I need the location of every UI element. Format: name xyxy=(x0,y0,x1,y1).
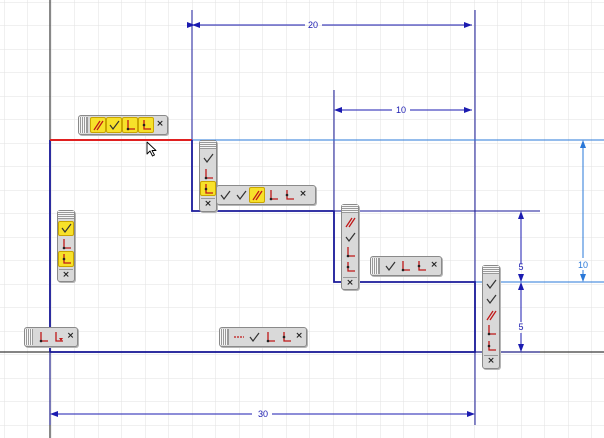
horizontal-icon[interactable] xyxy=(231,329,247,345)
fix-icon[interactable] xyxy=(200,181,216,197)
coincident-icon[interactable] xyxy=(35,329,50,345)
palette-grip[interactable] xyxy=(371,258,380,274)
coincident-icon[interactable] xyxy=(200,166,216,181)
palette-close-button[interactable]: × xyxy=(484,355,498,367)
dim-30-label: 30 xyxy=(258,409,268,419)
parallel-icon[interactable] xyxy=(342,215,358,230)
parallel-icon[interactable] xyxy=(249,187,265,203)
fix-icon[interactable] xyxy=(413,258,429,274)
perpendicular-icon[interactable] xyxy=(58,220,74,236)
dim-10-right-label: 10 xyxy=(578,260,588,270)
constraint-palette-right: × xyxy=(482,265,500,369)
palette-close-button[interactable]: × xyxy=(59,268,73,281)
sketch-profile[interactable] xyxy=(49,139,476,353)
palette-grip[interactable] xyxy=(220,329,229,345)
palette-close-button[interactable]: × xyxy=(343,276,357,288)
fix-icon[interactable] xyxy=(342,260,358,275)
coincident-icon[interactable] xyxy=(262,329,278,345)
coincident-icon[interactable] xyxy=(265,187,281,203)
fix-icon[interactable] xyxy=(483,338,499,354)
coincident-icon[interactable] xyxy=(397,258,413,274)
dimension-30[interactable]: 30 xyxy=(50,409,475,419)
perpendicular-icon[interactable] xyxy=(483,291,499,307)
fix-icon[interactable] xyxy=(50,329,65,345)
dimension-5-lower[interactable]: 5 xyxy=(518,282,524,352)
palette-grip[interactable] xyxy=(79,117,88,133)
constraint-palette-step2-vertical: × xyxy=(341,204,359,290)
constraint-palette-step1-vertical: × xyxy=(199,140,217,212)
palette-grip[interactable] xyxy=(25,329,34,345)
coincident-icon[interactable] xyxy=(483,322,499,338)
fix-icon[interactable] xyxy=(278,329,294,345)
dimension-5-upper[interactable]: 5 xyxy=(518,211,524,282)
palette-grip[interactable] xyxy=(58,211,74,219)
fix-icon[interactable] xyxy=(138,117,154,133)
palette-grip[interactable] xyxy=(200,141,216,149)
palette-close-button[interactable]: × xyxy=(66,331,75,341)
fix-icon[interactable] xyxy=(58,251,74,267)
palette-close-button[interactable]: × xyxy=(295,331,303,341)
dimension-10-top[interactable]: 10 xyxy=(334,105,472,115)
dim-5-lower-label: 5 xyxy=(518,322,523,332)
perpendicular-icon[interactable] xyxy=(106,117,122,133)
constraint-palette-origin: × xyxy=(24,327,78,347)
coincident-icon[interactable] xyxy=(58,236,74,251)
dimension-10-right[interactable]: 10 xyxy=(578,140,588,282)
coincident-icon[interactable] xyxy=(122,117,138,133)
palette-grip[interactable] xyxy=(342,205,358,213)
coincident-icon[interactable] xyxy=(342,245,358,260)
fix-icon[interactable] xyxy=(281,187,297,203)
perpendicular-icon[interactable] xyxy=(483,276,499,292)
parallel-icon[interactable] xyxy=(483,307,499,323)
constraint-palette-top: × xyxy=(78,115,168,135)
dimension-20[interactable]: 20 xyxy=(187,20,472,30)
constraint-palette-bottom: × xyxy=(219,327,307,347)
palette-close-button[interactable]: × xyxy=(430,260,438,270)
dim-5-upper-label: 5 xyxy=(518,262,523,272)
dim-20-label: 20 xyxy=(308,20,318,30)
palette-close-button[interactable]: × xyxy=(156,119,164,129)
palette-close-button[interactable]: × xyxy=(299,189,307,199)
perpendicular-icon[interactable] xyxy=(382,258,398,274)
mouse-cursor-icon xyxy=(146,141,157,157)
constraint-palette-left: × xyxy=(57,210,75,282)
perpendicular-icon[interactable] xyxy=(246,329,262,345)
perpendicular-icon[interactable] xyxy=(200,151,216,166)
perpendicular-icon[interactable] xyxy=(342,230,358,245)
dim-10-top-label: 10 xyxy=(396,105,406,115)
constraint-palette-step2-horizontal: × xyxy=(370,256,442,276)
parallel-icon[interactable] xyxy=(90,117,106,133)
perpendicular-icon[interactable] xyxy=(217,187,233,203)
perpendicular-icon[interactable] xyxy=(233,187,249,203)
palette-close-button[interactable]: × xyxy=(201,198,215,210)
constraint-palette-step1-horizontal: × xyxy=(216,185,316,205)
palette-grip[interactable] xyxy=(483,266,499,274)
